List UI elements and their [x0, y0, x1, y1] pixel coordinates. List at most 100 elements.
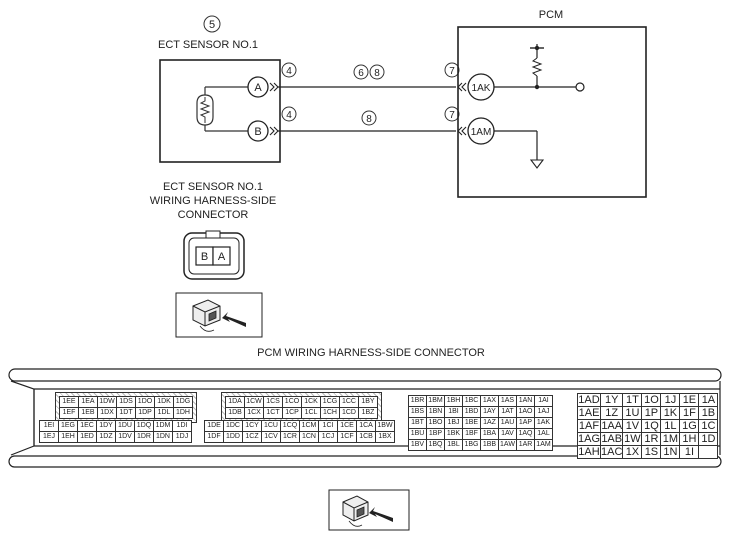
- pin-cell: 1CZ: [242, 431, 262, 443]
- pcm-connector-chevron-icon: [457, 126, 467, 136]
- pin-cell: 1DW: [97, 396, 117, 408]
- pin-cell: 1EB: [78, 407, 98, 419]
- wire-top-callout-mid-1: 6: [358, 68, 364, 79]
- wire-bottom-callout-left: 4: [286, 110, 292, 121]
- pin-cell: 1Q: [641, 419, 662, 433]
- pin-cell: 1EI: [39, 420, 59, 432]
- pin-cell: 1CH: [320, 407, 340, 419]
- pin-cell: 1EF: [59, 407, 79, 419]
- wire-bottom-callout-right: 7: [449, 110, 455, 121]
- pin-cell: 1CN: [299, 431, 319, 443]
- pin-cell: 1BR: [408, 395, 427, 407]
- signal-terminal-icon: [575, 82, 585, 92]
- pin-cell: 1BU: [408, 428, 427, 440]
- pin-cell: 1CQ: [280, 420, 300, 432]
- pin-cell: 1AU: [498, 417, 517, 429]
- pin-cell: 1AN: [516, 395, 535, 407]
- pin-cell: 1AK: [534, 417, 553, 429]
- pin-cell: 1W: [622, 432, 643, 446]
- pin-cell: 1DA: [225, 396, 245, 408]
- pin-cell: 1ED: [77, 431, 97, 443]
- pin-cell: 1CM: [299, 420, 319, 432]
- pin-cell: 1DM: [153, 420, 173, 432]
- pin-cell: 1CJ: [318, 431, 338, 443]
- pin-cell: 1AS: [498, 395, 517, 407]
- pin-cell: 1R: [641, 432, 662, 446]
- pin-cell: 1BT: [408, 417, 427, 429]
- pcm-terminal-1am-label: 1AM: [471, 127, 492, 138]
- sensor-pin-a: [247, 76, 269, 98]
- pin-cell: 1DO: [135, 396, 155, 408]
- pin-cell: 1CD: [339, 407, 359, 419]
- pin-cell: 1AH: [576, 445, 602, 459]
- pin-cell: 1DS: [116, 396, 136, 408]
- sensor-callout-circle: [203, 15, 221, 33]
- pin-cell: 1BQ: [426, 439, 445, 451]
- pin-cell: 1DD: [223, 431, 243, 443]
- thermistor-icon: [196, 94, 214, 126]
- pin-cell: 1AJ: [534, 406, 553, 418]
- pin-cell: 1BF: [462, 428, 481, 440]
- pin-cell: 1DX: [97, 407, 117, 419]
- pin-cell: 1E: [679, 393, 700, 407]
- pin-cell: 1CT: [263, 407, 283, 419]
- pin-cell: 1EA: [78, 396, 98, 408]
- pin-cell: 1BE: [462, 417, 481, 429]
- pin-cell: 1CR: [280, 431, 300, 443]
- pin-cell: 1DJ: [172, 431, 192, 443]
- pin-cell: 1DN: [153, 431, 173, 443]
- pin-cell: 1AV: [498, 428, 517, 440]
- pin-cell: 1BW: [375, 420, 395, 432]
- sensor-title: ECT SENSOR NO.1: [158, 39, 258, 51]
- ect-sensor-box: [159, 59, 281, 163]
- pcm-title: PCM: [539, 9, 563, 21]
- pin-cell: 1CU: [261, 420, 281, 432]
- pin-cell: 1J: [660, 393, 681, 407]
- pin-cell: 1BH: [444, 395, 463, 407]
- pin-cell: 1D: [698, 432, 719, 446]
- pin-cell: 1AX: [480, 395, 499, 407]
- pin-cell: 1EE: [59, 396, 79, 408]
- pin-cell: 1CV: [261, 431, 281, 443]
- pin-cell: 1CF: [337, 431, 357, 443]
- pin-cell: 1DP: [135, 407, 155, 419]
- conn-pin-a-label: A: [218, 251, 226, 263]
- sensor-pin-a-label: A: [254, 82, 262, 94]
- pin-cell: 1DG: [173, 396, 193, 408]
- pin-cell: 1G: [679, 419, 700, 433]
- sensor-connector-face: B A: [183, 230, 245, 280]
- ground-icon: [529, 159, 545, 169]
- wire-top-callout-mid-2: 8: [374, 68, 380, 79]
- pin-cell: 1H: [679, 432, 700, 446]
- pin-cell: 1DC: [223, 420, 243, 432]
- pin-cell: 1BY: [358, 396, 378, 408]
- pin-cell: 1BA: [480, 428, 499, 440]
- pin-cell: 1BI: [444, 406, 463, 418]
- pin-cell: 1DL: [154, 407, 174, 419]
- pin-cell: 1O: [641, 393, 662, 407]
- pin-cell: 1I: [679, 445, 700, 459]
- pin-cell: 1S: [641, 445, 662, 459]
- pin-cell: 1AB: [600, 432, 624, 446]
- pin-cell: 1P: [641, 406, 662, 420]
- pin-cell: 1AI: [534, 395, 553, 407]
- pin-cell: 1CL: [301, 407, 321, 419]
- pin-cell: 1BX: [375, 431, 395, 443]
- pin-cell: 1CI: [318, 420, 338, 432]
- pin-cell: 1AE: [576, 406, 602, 420]
- pin-cell: 1BJ: [444, 417, 463, 429]
- pin-cell: 1AT: [498, 406, 517, 418]
- pin-cell: 1BC: [462, 395, 481, 407]
- pin-cell: 1AD: [576, 393, 602, 407]
- pin-cell: 1CY: [242, 420, 262, 432]
- pin-cell: 1BK: [444, 428, 463, 440]
- pin-cell: 1AC: [600, 445, 624, 459]
- pin-cell: 1BB: [480, 439, 499, 451]
- pin-cell: 1U: [622, 406, 643, 420]
- sensor-callout-number: 5: [209, 19, 215, 31]
- pin-cell: 1V: [622, 419, 643, 433]
